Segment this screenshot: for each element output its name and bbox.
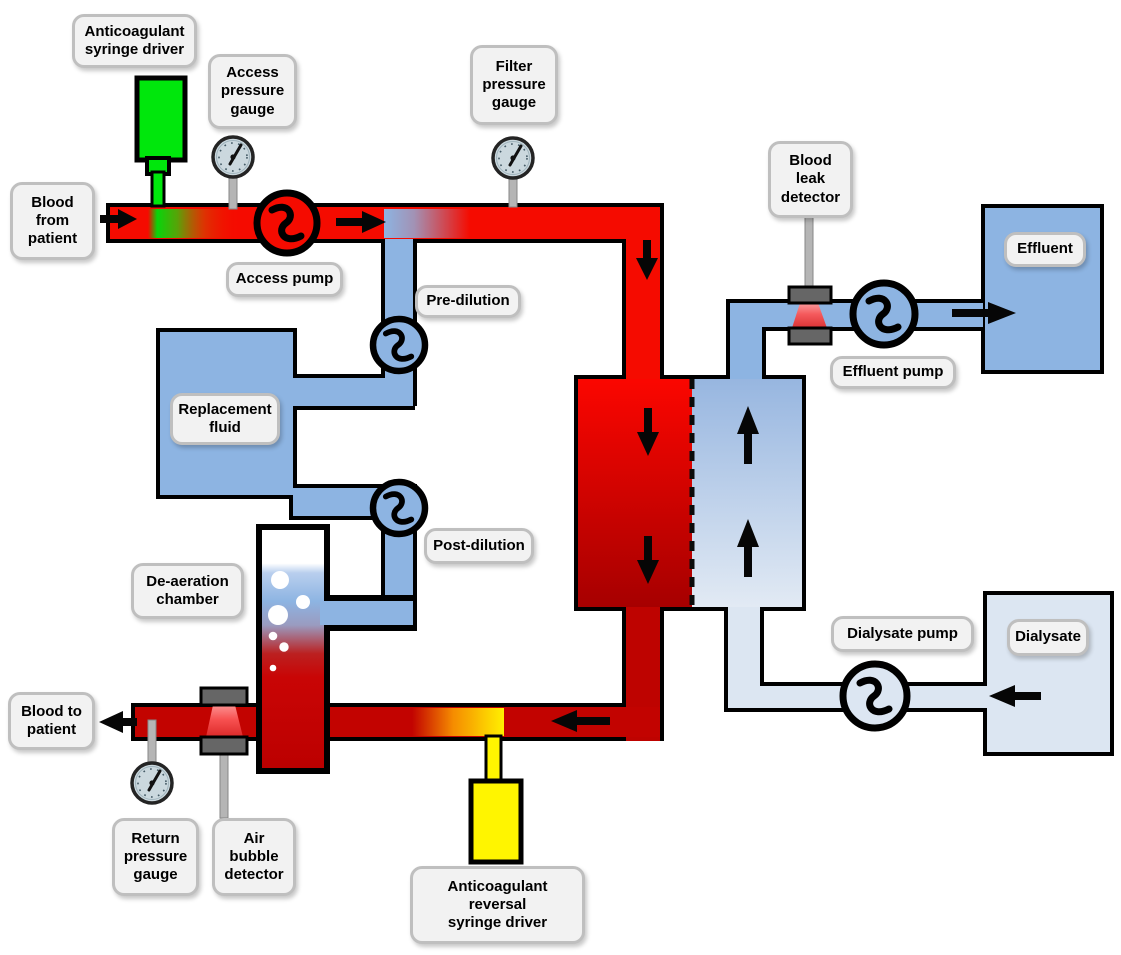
label-air-bubble-detector: Air bubble detector: [212, 818, 296, 896]
label-filter-pressure-gauge: Filter pressure gauge: [470, 45, 558, 125]
label-blood-leak-detector: Blood leak detector: [768, 141, 853, 218]
label-post-dilution: Post-dilution: [424, 528, 534, 564]
arrow-into-effluent: [952, 302, 1016, 324]
label-return-pressure-gauge: Return pressure gauge: [112, 818, 199, 896]
bubble-detector-light-beam: [206, 705, 243, 737]
arrow-blood-out: [99, 711, 137, 733]
anticoagulant-reversal-syringe: [468, 734, 524, 865]
filter-pressure-gauge: [491, 136, 535, 208]
reversal-mixing-smear: [412, 708, 504, 736]
label-effluent-pump: Effluent pump: [830, 356, 956, 389]
arrow-filter-dialysate-2: [737, 519, 759, 577]
label-access-pressure-gauge: Access pressure gauge: [208, 54, 297, 129]
label-replacement-fluid: Replacement fluid: [170, 393, 280, 445]
label-dialysate: Dialysate: [1007, 619, 1089, 656]
arrow-return-line: [551, 710, 610, 732]
arrow-blood-in: [100, 209, 137, 229]
filter-blood-side: [578, 379, 692, 607]
access-pump: [253, 189, 321, 257]
blood-leak-detector: [787, 215, 833, 346]
label-blood-from-patient: Blood from patient: [10, 182, 95, 260]
pre-dilution-pipe: [385, 212, 413, 406]
label-de-aeration-chamber: De-aeration chamber: [131, 563, 244, 619]
arrow-from-dialysate: [989, 685, 1041, 707]
de-aeration-chamber: [256, 524, 417, 774]
arrow-filter-blood-2: [637, 536, 659, 584]
label-anticoagulant-reversal-syringe-driver: Anticoagulant reversal syringe driver: [410, 866, 585, 944]
arrow-down-to-filter: [636, 240, 658, 280]
air-bubble-detector: [199, 686, 249, 819]
pre-dilution-pump: [369, 315, 429, 375]
effluent-pump: [849, 279, 919, 349]
label-anticoagulant-syringe-driver: Anticoagulant syringe driver: [72, 14, 197, 68]
arrow-after-access-pump: [336, 211, 386, 233]
access-pressure-gauge: [211, 135, 255, 210]
dialysate-pump: [839, 660, 911, 732]
label-effluent: Effluent: [1004, 232, 1086, 267]
arrow-filter-blood-1: [637, 408, 659, 456]
flow-arrows: [99, 209, 1041, 733]
label-pre-dilution: Pre-dilution: [415, 285, 521, 318]
anticoagulant-syringe: [134, 75, 188, 208]
post-dilution-pump: [369, 478, 429, 538]
label-dialysate-pump: Dialysate pump: [831, 616, 974, 652]
arrow-filter-dialysate-1: [737, 406, 759, 464]
anticoagulant-mixing-smear: [148, 209, 240, 238]
air-bubbles: [268, 571, 310, 672]
label-access-pump: Access pump: [226, 262, 343, 297]
label-blood-to-patient: Blood to patient: [8, 692, 95, 750]
leak-detector-light-beam: [792, 303, 827, 328]
pre-dilution-mixing-smear: [384, 209, 470, 238]
return-pressure-gauge: [130, 719, 174, 805]
